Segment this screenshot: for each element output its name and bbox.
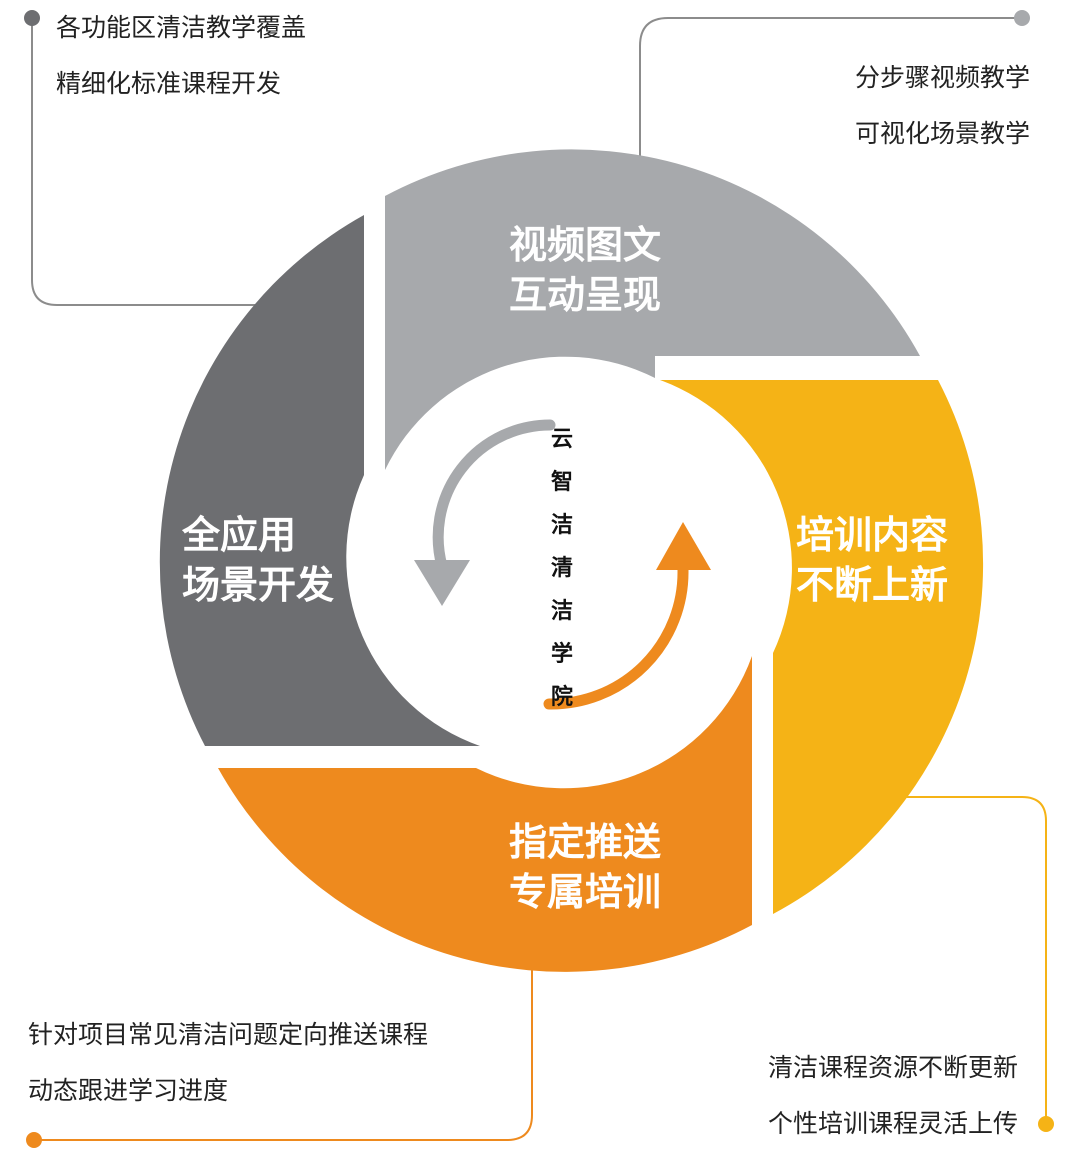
center-title: 云智洁清洁学院 <box>540 418 584 719</box>
center-title-char: 洁 <box>550 599 573 624</box>
segment-right-label-line2: 不断上新 <box>796 563 948 607</box>
leader-line-top-left <box>31 18 262 306</box>
note-top-right: 分步骤视频教学 可视化场景教学 <box>855 50 1030 162</box>
leader-line-bottom-right <box>905 796 1047 1124</box>
leader-dot-bottom-left <box>26 1132 42 1148</box>
segment-top <box>385 149 920 470</box>
center-title-char: 院 <box>550 685 573 710</box>
segment-top-label-line1: 视频图文 <box>509 223 661 267</box>
segment-right <box>660 380 984 914</box>
center-title-char: 清 <box>550 556 573 581</box>
segment-left-label-line2: 场景开发 <box>182 563 334 607</box>
center-title-char: 洁 <box>550 513 573 538</box>
note-bottom-left: 针对项目常见清洁问题定向推送课程 动态跟进学习进度 <box>28 1007 428 1119</box>
segment-bottom <box>218 656 752 972</box>
segment-right-label-line1: 培训内容 <box>796 513 948 557</box>
segment-left-label-line1: 全应用 <box>181 513 296 557</box>
note-bottom-right-line1: 清洁课程资源不断更新 <box>767 1053 1018 1082</box>
note-bottom-left-line2: 动态跟进学习进度 <box>28 1076 229 1105</box>
leader-dot-bottom-right <box>1038 1116 1054 1132</box>
note-bottom-right-line2: 个性培训课程灵活上传 <box>767 1109 1018 1138</box>
segment-left <box>159 215 480 746</box>
center-title-char: 智 <box>550 470 573 495</box>
note-top-right-line2: 可视化场景教学 <box>854 119 1030 148</box>
arrow-gray-head <box>414 560 470 606</box>
arrow-orange-shaft <box>543 564 689 710</box>
note-bottom-right: 清洁课程资源不断更新 个性培训课程灵活上传 <box>768 1040 1018 1152</box>
arrow-orange-head <box>656 522 711 570</box>
segment-top-label-line2: 互动呈现 <box>509 273 661 317</box>
leader-dot-top-right <box>1014 10 1030 26</box>
note-top-left: 各功能区清洁教学覆盖 精细化标准课程开发 <box>56 0 306 112</box>
center-title-char: 学 <box>550 642 573 667</box>
note-top-left-line1: 各功能区清洁教学覆盖 <box>56 13 307 42</box>
segment-bottom-label-line2: 专属培训 <box>509 870 661 914</box>
leader-line-bottom-left <box>34 965 533 1141</box>
segment-bottom-label-line1: 指定推送 <box>509 820 661 864</box>
leader-line-top-right <box>639 17 1022 168</box>
note-bottom-left-line1: 针对项目常见清洁问题定向推送课程 <box>28 1020 429 1049</box>
arrow-gray-shaft <box>432 419 556 572</box>
note-top-left-line2: 精细化标准课程开发 <box>56 69 282 98</box>
leader-dot-top-left <box>24 10 40 26</box>
note-top-right-line1: 分步骤视频教学 <box>854 63 1030 92</box>
center-title-char: 云 <box>550 427 573 452</box>
